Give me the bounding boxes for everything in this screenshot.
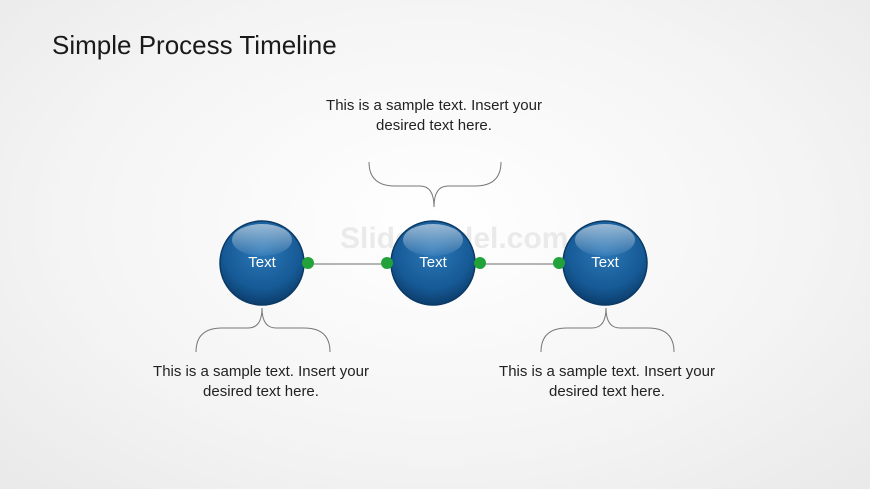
connector-dot: [553, 257, 565, 269]
brace-top: [368, 161, 502, 208]
connector-dot: [302, 257, 314, 269]
slide-title: Simple Process Timeline: [52, 30, 337, 60]
brace-bottom-left: [195, 307, 331, 353]
node-3-description: This is a sample text. Insert your desir…: [499, 363, 715, 400]
node-1-description: This is a sample text. Insert your desir…: [153, 363, 369, 400]
node-2-label: Text: [419, 254, 447, 271]
brace-bottom-right: [540, 307, 675, 353]
node-2-description: This is a sample text. Insert your desir…: [326, 97, 542, 134]
node-1-label: Text: [248, 254, 276, 271]
node-3-label: Text: [591, 254, 619, 271]
connector-dot: [474, 257, 486, 269]
node-2: [390, 220, 476, 306]
node-3: [562, 220, 648, 306]
connector-dot: [381, 257, 393, 269]
